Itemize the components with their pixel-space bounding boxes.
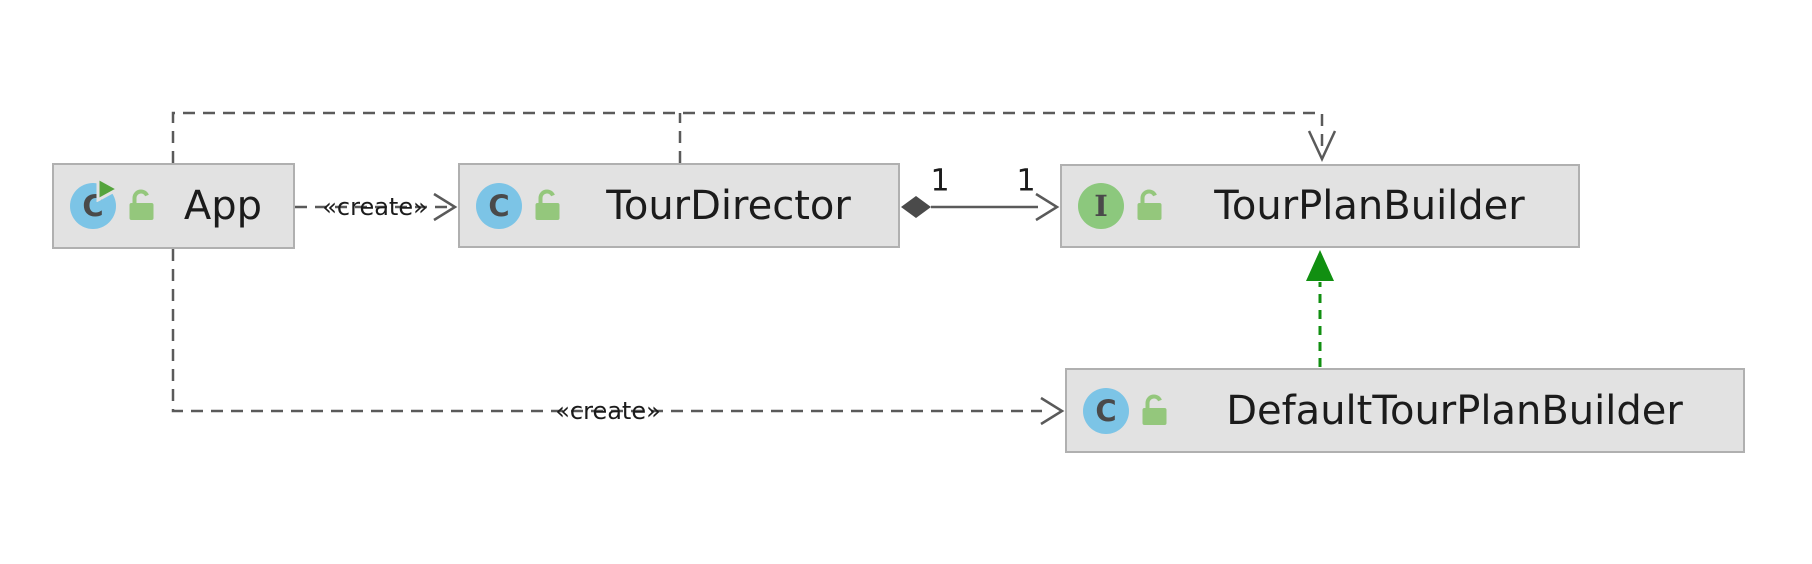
edge-create-app-defaulttourplanbuilder[interactable] xyxy=(171,249,1065,426)
realization-triangle-icon xyxy=(1306,250,1334,281)
public-lock-icon xyxy=(1134,189,1167,223)
edge-dependency-top[interactable] xyxy=(171,111,1337,163)
edge-realization-defaulttourplanbuilder-tourplanbuilder[interactable] xyxy=(1306,250,1334,367)
node-label: TourDirector xyxy=(606,182,851,229)
interface-node-tourplanbuilder[interactable]: I TourPlanBuilder xyxy=(1060,164,1580,248)
run-main-icon xyxy=(96,176,120,202)
class-icon: C xyxy=(1083,387,1129,434)
node-label: DefaultTourPlanBuilder xyxy=(1226,387,1683,434)
aggregation-diamond-icon xyxy=(901,196,931,218)
interface-icon-letter: I xyxy=(1094,189,1108,223)
node-label: App xyxy=(183,183,263,229)
edge-create-app-tourdirector[interactable] xyxy=(295,192,458,222)
interface-icon: I xyxy=(1078,183,1124,229)
class-node-defaulttourplanbuilder[interactable]: C DefaultTourPlanBuilder xyxy=(1065,368,1745,453)
class-node-app[interactable]: C App xyxy=(52,163,295,249)
class-icon: C xyxy=(476,182,522,229)
multiplicity-label-target: 1 xyxy=(1016,163,1036,199)
open-arrowhead-down-icon xyxy=(1307,130,1337,162)
open-arrowhead-right-icon xyxy=(433,192,458,222)
create-app-defaultbuilder-path[interactable] xyxy=(171,249,1042,413)
open-arrowhead-right-icon xyxy=(1040,396,1065,426)
public-lock-icon xyxy=(126,189,159,223)
multiplicity-label-source: 1 xyxy=(930,163,950,199)
dependency-top-path[interactable] xyxy=(171,111,1324,163)
class-icon-letter: C xyxy=(488,188,510,223)
public-lock-icon xyxy=(532,189,565,223)
public-lock-icon xyxy=(1139,394,1172,428)
stereotype-label-create: «create» xyxy=(322,193,428,221)
class-node-tourdirector[interactable]: C TourDirector xyxy=(458,163,900,248)
node-label: TourPlanBuilder xyxy=(1214,183,1525,229)
edge-aggregation-tourdirector-tourplanbuilder[interactable] xyxy=(901,192,1060,222)
open-arrowhead-right-icon xyxy=(1035,192,1060,222)
stereotype-label-create: «create» xyxy=(555,397,661,425)
class-icon-letter: C xyxy=(1095,393,1117,428)
class-icon: C xyxy=(70,176,120,229)
